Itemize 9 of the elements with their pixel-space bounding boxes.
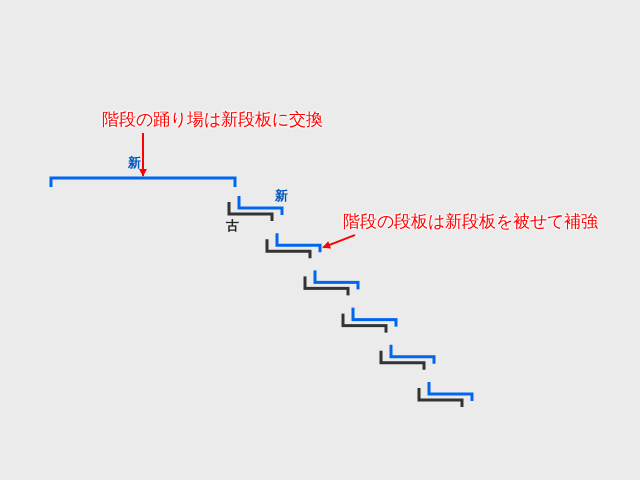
new-board-label: 新 bbox=[275, 189, 288, 204]
arrow bbox=[139, 133, 147, 177]
new-board-label: 新 bbox=[128, 156, 141, 171]
old-board-label: 古 bbox=[226, 219, 239, 234]
arrow bbox=[322, 234, 356, 249]
callout-text: 階段の踊り場は新段板に交換 bbox=[102, 109, 323, 131]
callout-text: 階段の段板は新段板を被せて補強 bbox=[343, 211, 598, 233]
landing-board bbox=[50, 176, 236, 187]
new-tread-board bbox=[276, 233, 322, 252]
